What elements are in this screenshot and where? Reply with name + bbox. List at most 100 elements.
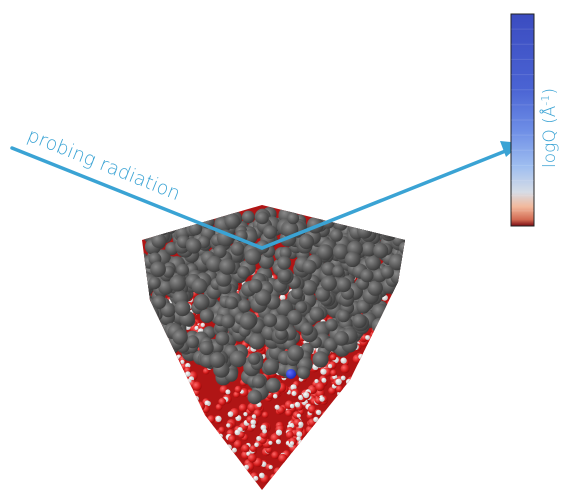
oxygen-atom xyxy=(372,358,381,367)
hydrogen-atom xyxy=(163,431,170,438)
incident-beam-line xyxy=(10,146,264,250)
oxygen-atom xyxy=(395,445,405,455)
hydrogen-atom xyxy=(398,391,404,396)
hydrogen-atom xyxy=(330,472,338,479)
hydrogen-atom xyxy=(373,478,378,483)
hydrogen-atom xyxy=(275,439,281,445)
hydrogen-atom xyxy=(142,436,146,443)
surface-atom xyxy=(336,277,352,293)
hydrogen-atom xyxy=(333,480,339,487)
oxygen-atom xyxy=(324,485,334,490)
oxygen-atom xyxy=(206,465,214,473)
oxygen-atom xyxy=(157,392,167,402)
oxygen-atom xyxy=(306,461,316,471)
oxygen-atom xyxy=(349,421,358,430)
surface-atom xyxy=(193,294,210,311)
hydrogen-atom xyxy=(371,361,376,366)
oxygen-atom xyxy=(271,451,280,460)
surface-atom xyxy=(287,212,300,225)
oxygen-atom xyxy=(291,479,300,488)
oxygen-atom xyxy=(171,373,180,383)
oxygen-atom xyxy=(198,463,207,472)
hydrogen-atom xyxy=(273,478,279,484)
oxygen-atom xyxy=(278,477,288,487)
oxygen-atom xyxy=(375,464,386,474)
oxygen-atom xyxy=(364,396,372,405)
surface-atom xyxy=(399,293,405,307)
oxygen-atom xyxy=(181,462,191,472)
oxygen-atom xyxy=(306,449,315,457)
oxygen-atom xyxy=(405,405,414,414)
oxygen-atom xyxy=(397,419,405,427)
oxygen-atom xyxy=(145,392,154,402)
hydrogen-atom xyxy=(330,447,335,452)
hydrogen-atom xyxy=(142,358,143,363)
oxygen-atom xyxy=(300,454,309,462)
hydrogen-atom xyxy=(229,468,236,474)
surface-atom xyxy=(334,331,349,346)
oxygen-atom xyxy=(330,415,340,424)
surface-atom xyxy=(169,274,186,292)
hydrogen-atom xyxy=(356,485,361,490)
oxygen-atom xyxy=(381,477,389,486)
surface-atom xyxy=(142,294,151,311)
oxygen-atom xyxy=(365,467,375,476)
oxygen-atom xyxy=(300,455,309,464)
oxygen-atom xyxy=(346,435,356,445)
oxygen-atom xyxy=(142,272,144,280)
oxygen-atom xyxy=(312,486,320,490)
oxygen-atom xyxy=(377,471,386,479)
hydrogen-atom xyxy=(381,440,388,446)
oxygen-atom xyxy=(192,381,202,391)
oxygen-atom xyxy=(148,421,155,429)
surface-atom xyxy=(215,331,230,346)
oxygen-atom xyxy=(142,469,150,476)
oxygen-atom xyxy=(177,417,187,427)
hydrogen-atom xyxy=(220,458,227,464)
oxygen-atom xyxy=(309,456,316,464)
oxygen-atom xyxy=(383,350,393,360)
hydrogen-atom xyxy=(312,450,318,456)
colorbar: logQ (Å-1) xyxy=(510,13,560,227)
oxygen-atom xyxy=(364,465,374,476)
oxygen-atom xyxy=(397,484,405,490)
surface-atom xyxy=(152,295,167,309)
oxygen-atom xyxy=(149,427,157,435)
surface-atom xyxy=(356,299,371,314)
surface-atom xyxy=(389,307,404,322)
hydrogen-atom xyxy=(381,353,386,358)
hydrogen-atom xyxy=(154,345,161,352)
surface-atom xyxy=(309,306,325,322)
hydrogen-atom xyxy=(155,462,162,469)
hydrogen-atom xyxy=(251,423,256,429)
oxygen-atom xyxy=(186,483,195,490)
oxygen-atom xyxy=(373,455,382,463)
surface-atom xyxy=(300,322,314,336)
oxygen-atom xyxy=(142,473,144,481)
oxygen-atom xyxy=(313,450,322,459)
hydrogen-atom xyxy=(207,436,214,443)
surface-atom xyxy=(151,233,167,249)
hydrogen-atom xyxy=(315,409,322,416)
oxygen-atom xyxy=(387,416,397,426)
hydrogen-atom xyxy=(349,448,354,454)
surface-atom xyxy=(224,296,238,310)
hydrogen-atom xyxy=(327,363,333,369)
hydrogen-atom xyxy=(357,458,364,466)
hydrogen-atom xyxy=(400,287,405,294)
oxygen-atom xyxy=(291,455,300,463)
surface-atom xyxy=(263,313,278,328)
hydrogen-atom xyxy=(363,426,370,433)
hydrogen-atom xyxy=(311,429,316,434)
hydrogen-atom xyxy=(324,475,330,482)
hydrogen-atom xyxy=(234,429,241,436)
hydrogen-atom xyxy=(163,351,170,358)
hydrogen-atom xyxy=(365,335,370,340)
hydrogen-atom xyxy=(289,441,295,446)
oxygen-atom xyxy=(371,474,379,482)
surface-atom xyxy=(312,351,329,368)
hydrogen-atom xyxy=(152,373,158,379)
hydrogen-atom xyxy=(321,377,327,383)
hydrogen-atom xyxy=(402,359,405,365)
oxygen-atom xyxy=(375,474,384,482)
